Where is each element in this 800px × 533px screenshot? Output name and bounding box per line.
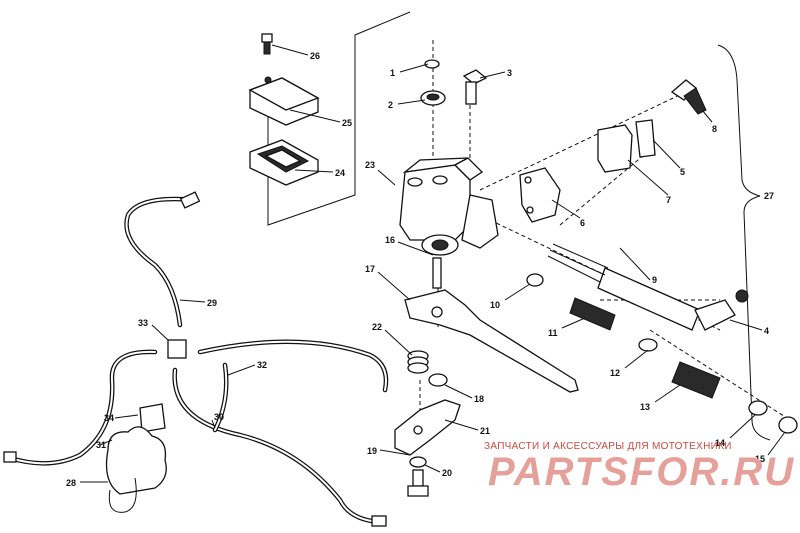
callout-3: 3 [507, 68, 512, 78]
callout-25: 25 [342, 118, 352, 128]
callout-24: 24 [335, 168, 345, 178]
callout-32: 32 [257, 360, 267, 370]
callout-31: 31 [96, 440, 106, 450]
callout-1: 1 [390, 68, 395, 78]
hose-fitting-top [179, 191, 201, 209]
callout-11: 11 [548, 328, 558, 338]
callout-18: 18 [474, 394, 484, 404]
pad-5 [635, 119, 656, 158]
callout-2: 2 [388, 100, 393, 110]
callout-5: 5 [680, 167, 685, 177]
seal-2 [420, 90, 446, 106]
clamp-6 [519, 167, 561, 223]
callout-12: 12 [610, 368, 620, 378]
nut-18 [428, 373, 448, 387]
bracket-21 [394, 399, 461, 456]
callout-26: 26 [310, 51, 320, 61]
callout-13: 13 [640, 402, 650, 412]
callout-17: 17 [365, 264, 375, 274]
callout-16: 16 [385, 235, 395, 245]
washer-1 [424, 59, 440, 69]
callout-21: 21 [480, 426, 490, 436]
master-cylinder [399, 157, 499, 256]
watermark-caption: ЗАПЧАСТИ И АКСЕССУАРЫ ДЛЯ МОТОТЕХНИКИ [484, 441, 732, 452]
brake-lever-17 [404, 289, 579, 393]
callout-19: 19 [367, 446, 377, 456]
junction-block-33 [167, 339, 187, 359]
washer-12 [638, 338, 658, 352]
grip-11 [569, 297, 616, 331]
banjo-bolt-3 [462, 69, 488, 105]
cover-28 [105, 426, 167, 495]
washer-10 [526, 273, 544, 287]
callout-20: 20 [442, 468, 452, 478]
hose-end-left [3, 451, 17, 463]
pivot-pin-16 [432, 257, 442, 289]
spring-13 [671, 361, 721, 399]
callout-14: 14 [715, 438, 725, 448]
tube-9 [547, 243, 701, 331]
reservoir-gasket [249, 139, 319, 186]
callout-34: 34 [104, 413, 114, 423]
callout-4: 4 [764, 326, 769, 336]
group-bracket-27 [717, 44, 771, 441]
callout-6: 6 [580, 218, 585, 228]
callout-27: 27 [764, 191, 774, 201]
callout-22: 22 [372, 322, 382, 332]
callout-7: 7 [666, 195, 671, 205]
switch-7 [597, 124, 633, 173]
bolt-19 [407, 469, 429, 497]
callout-9: 9 [652, 275, 657, 285]
reservoir-cap [248, 76, 320, 126]
callout-30: 30 [214, 412, 224, 422]
callout-leaders [80, 44, 786, 483]
spring-22 [407, 350, 429, 374]
watermark-logo: PARTSFOR.RU [488, 450, 796, 494]
callout-8: 8 [712, 124, 717, 134]
washer-15 [778, 416, 798, 434]
callout-29: 29 [207, 298, 217, 308]
callout-33: 33 [138, 318, 148, 328]
screw-8 [670, 79, 707, 115]
end-fitting-4 [694, 289, 749, 331]
clip-34 [139, 403, 166, 433]
brake-hoses [7, 196, 389, 525]
hose-end-bottom [371, 515, 387, 527]
callout-28: 28 [66, 478, 76, 488]
callout-labels: 26 25 24 1 2 3 8 5 7 6 27 9 10 11 12 4 1… [66, 51, 774, 488]
cap-screw [261, 33, 273, 55]
washer-20 [409, 456, 427, 468]
callout-10: 10 [490, 300, 500, 310]
callout-15: 15 [755, 454, 765, 464]
washer-14 [748, 400, 768, 416]
callout-23: 23 [365, 160, 375, 170]
